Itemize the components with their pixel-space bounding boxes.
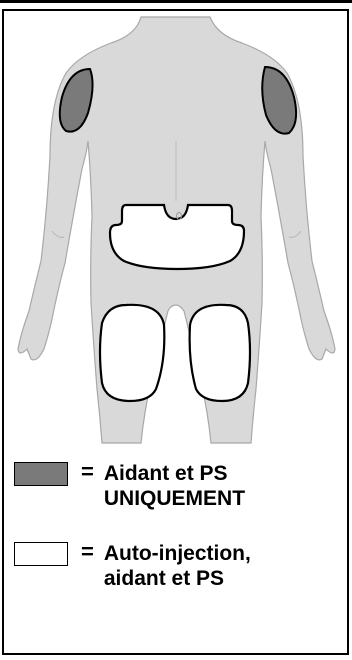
left-thigh-zone xyxy=(100,305,164,401)
legend-self-injection-line1: Auto-injection, xyxy=(104,541,274,566)
legend-restricted: = Aidant et PS UNIQUEMENT xyxy=(14,459,274,511)
legend-label-restricted: Aidant et PS UNIQUEMENT xyxy=(104,459,274,511)
legend-equals: = xyxy=(81,459,94,485)
legend-restricted-line2: UNIQUEMENT xyxy=(104,486,274,511)
legend-label-self-injection: Auto-injection, aidant et PS xyxy=(104,539,274,591)
legend-self-injection: = Auto-injection, aidant et PS xyxy=(14,539,274,591)
legend-swatch-dark xyxy=(14,462,68,486)
injection-sites-figure: = Aidant et PS UNIQUEMENT = Auto-injecti… xyxy=(2,9,349,655)
right-thigh-zone xyxy=(190,305,250,401)
legend-equals: = xyxy=(81,539,94,565)
top-border-rule xyxy=(0,0,352,3)
legend-restricted-line1: Aidant et PS xyxy=(104,461,274,486)
legend-self-injection-line2: aidant et PS xyxy=(104,566,274,591)
legend-swatch-white xyxy=(14,542,68,566)
